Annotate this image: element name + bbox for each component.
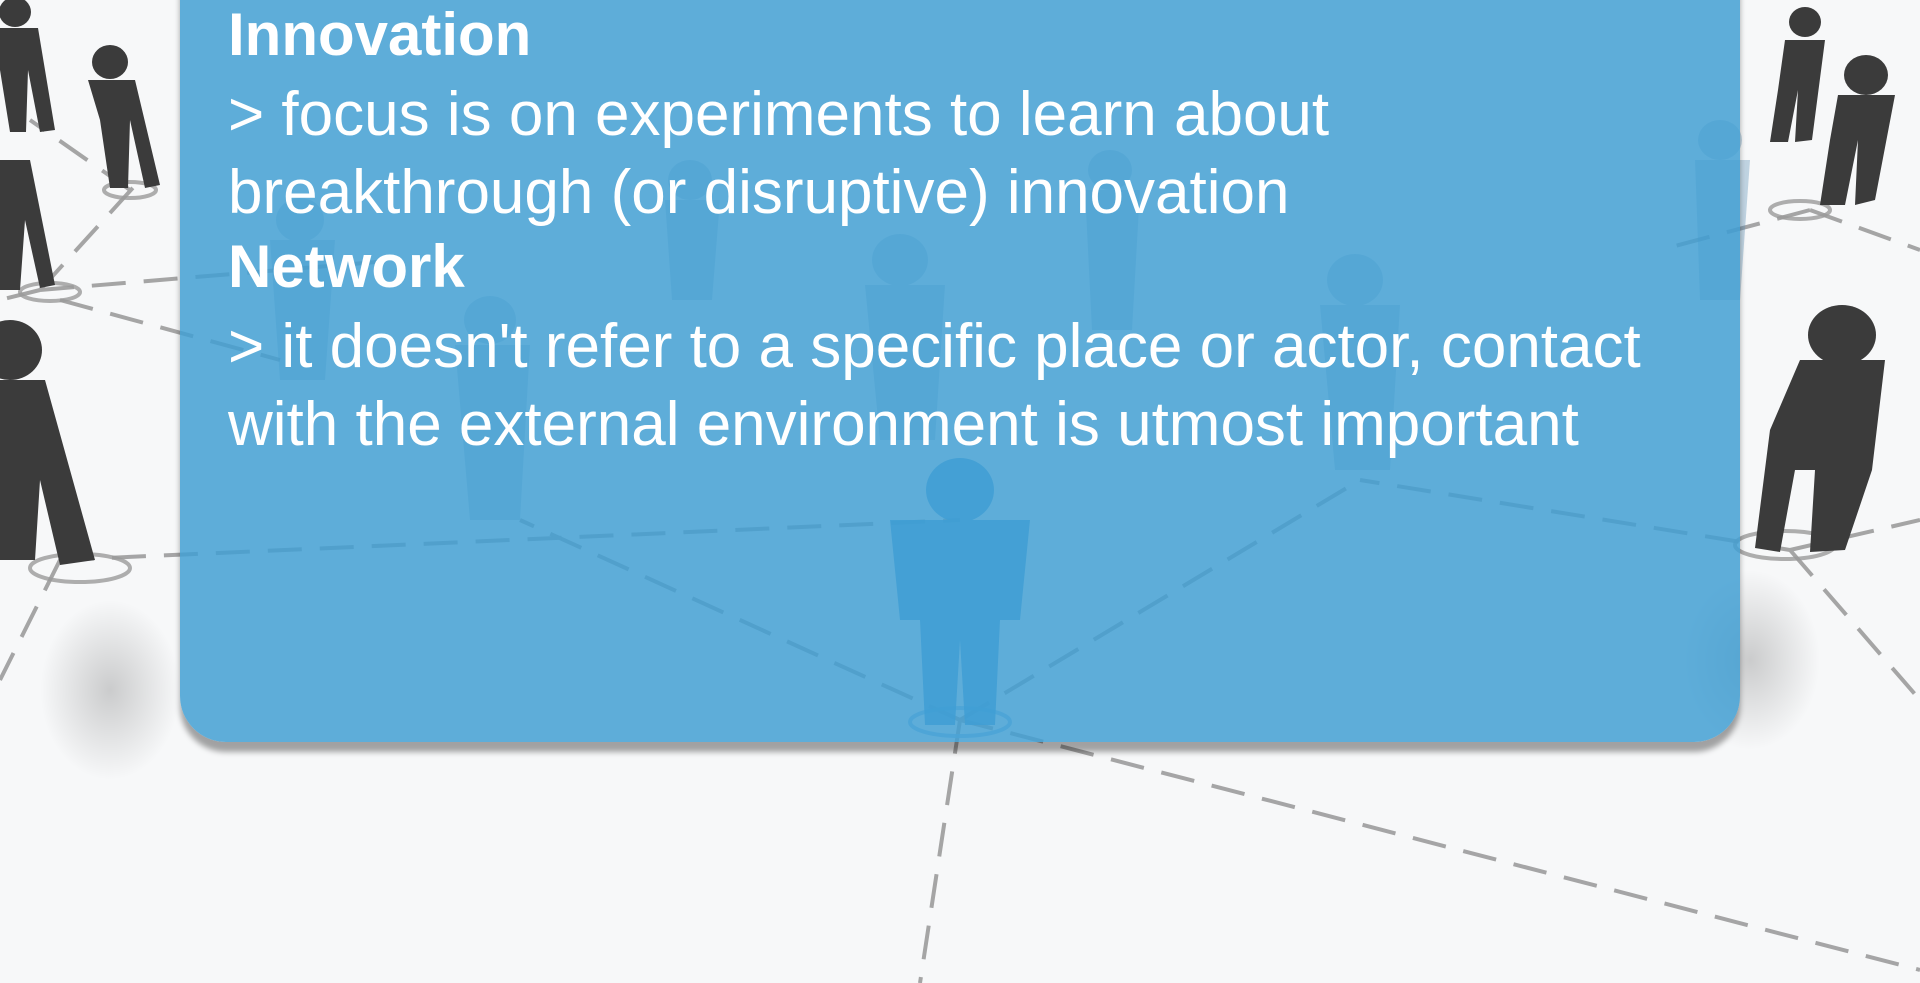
person-figure-right-mid <box>1820 55 1895 205</box>
person-figure-left-mid <box>88 45 160 188</box>
innovation-heading: Innovation <box>228 1 532 68</box>
content-panel: Innovation > focus is on experiments to … <box>180 0 1740 742</box>
network-heading: Network <box>228 233 465 300</box>
person-figure-left-small <box>0 0 55 132</box>
person-figure-left-edge <box>0 160 55 290</box>
person-figure-left-large <box>0 320 95 565</box>
innovation-description: > focus is on experiments to learn about… <box>228 80 1330 227</box>
network-description: > it doesn't refer to a specific place o… <box>228 312 1641 459</box>
person-figure-right-small <box>1770 7 1825 142</box>
person-figure-right-large <box>1755 305 1885 552</box>
